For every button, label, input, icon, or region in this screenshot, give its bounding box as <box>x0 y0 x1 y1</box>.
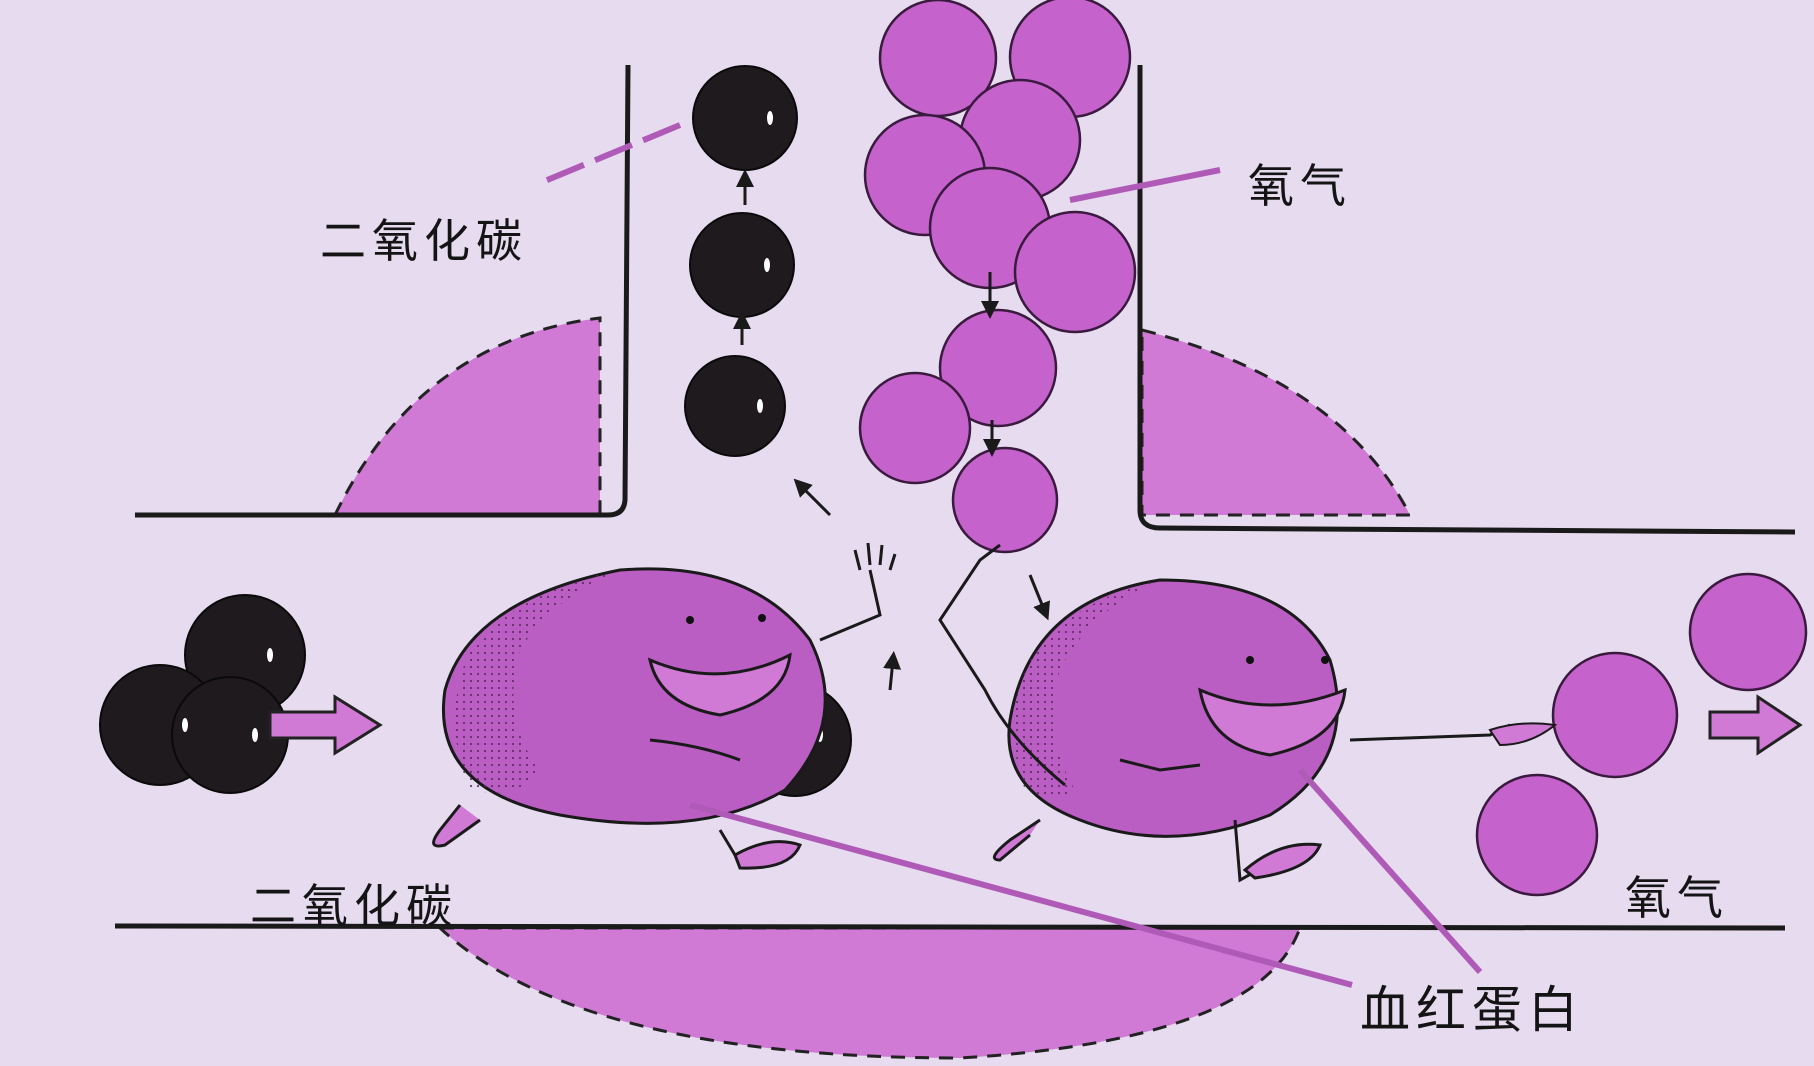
co2-molecule <box>693 66 797 170</box>
co2-molecule <box>690 213 794 317</box>
label-co2-top: 二氧化碳 <box>320 205 528 271</box>
label-oxygen-top: 氧气 <box>1248 150 1352 216</box>
alveolus-left <box>335 318 600 515</box>
oxygen-molecule <box>1015 212 1135 332</box>
label-oxygen-bottom: 氧气 <box>1625 862 1729 928</box>
alveolus-bottom <box>440 928 1300 1058</box>
oxygen-molecule <box>953 448 1057 552</box>
oxygen-molecule <box>1553 653 1677 777</box>
alveolus-right <box>1142 330 1410 515</box>
red-blood-cell-left <box>434 543 895 868</box>
red-blood-cell-right <box>940 545 1555 880</box>
label-hemoglobin: 血红蛋白 <box>1360 970 1584 1042</box>
oxygen-molecule <box>860 373 970 483</box>
label-co2-bottom: 二氧化碳 <box>250 870 458 936</box>
oxygen-molecule <box>1690 574 1806 690</box>
co2-molecule <box>685 356 785 456</box>
outflow-arrow <box>1710 697 1800 753</box>
oxygen-molecule <box>1477 775 1597 895</box>
